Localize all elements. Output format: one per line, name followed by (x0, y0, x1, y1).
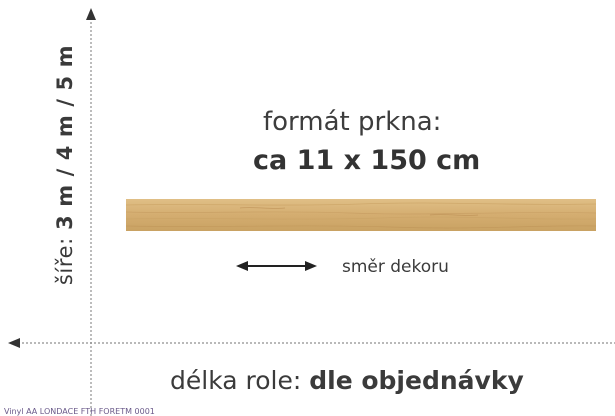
wood-plank (125, 199, 597, 231)
arrow-left-icon (8, 338, 20, 348)
roll-length-value: dle objednávky (309, 366, 524, 395)
plank-format-title: formát prkna: (263, 107, 442, 137)
arrow-up-icon (86, 8, 96, 20)
footnote: Vinyl AA LONDACE FTH FORETM 0001 (4, 407, 155, 416)
roll-length-label: délka role: dle objednávky (170, 366, 524, 395)
double-arrow-icon (236, 261, 317, 271)
decor-direction-label: směr dekoru (342, 257, 449, 277)
roll-length-prefix: délka role: (170, 366, 310, 395)
width-label-prefix: šíře: (53, 229, 77, 286)
plank-format-value: ca 11 x 150 cm (253, 145, 481, 176)
width-label-value: 3 m / 4 m / 5 m (53, 44, 77, 230)
